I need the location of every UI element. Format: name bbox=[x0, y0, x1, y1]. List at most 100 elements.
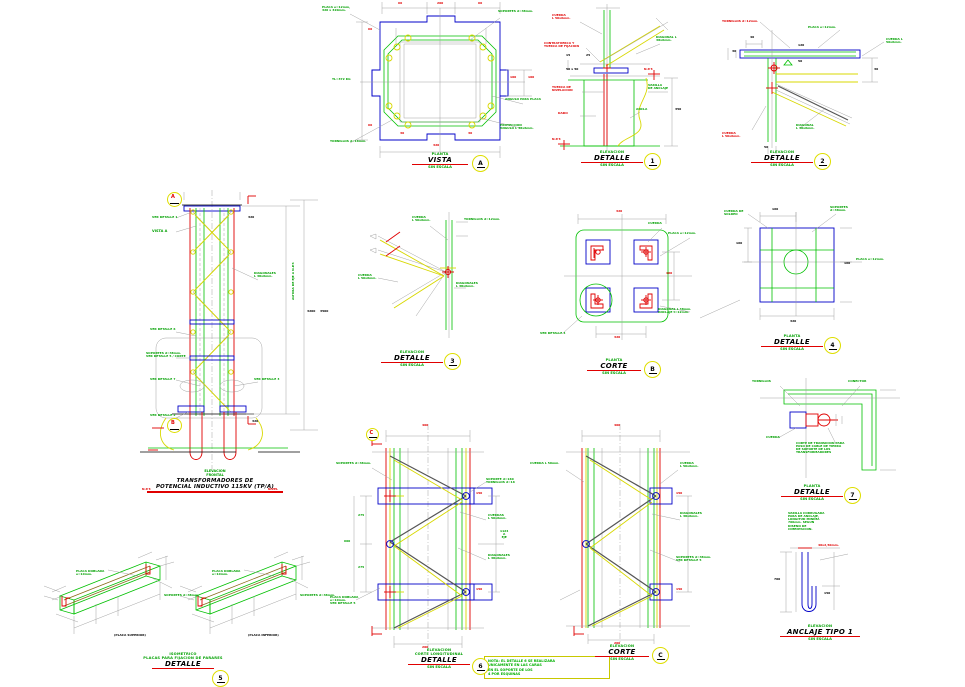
title-corte-b-scale: SIN ESCALA bbox=[602, 371, 626, 376]
detalle-2-dim-4: 30 bbox=[874, 67, 879, 71]
bubble-vista-a-tag: A bbox=[478, 159, 483, 167]
section-mark-a-tag: A bbox=[171, 194, 175, 200]
bubble-detalle-3[interactable]: 3 bbox=[444, 353, 461, 370]
title-anclaje-1-scale: SIN ESCALA bbox=[808, 637, 832, 642]
corte-c-geometry bbox=[559, 424, 692, 644]
section-mark-a[interactable]: A bbox=[167, 192, 182, 207]
detalle-4-dim-top: 160 bbox=[772, 207, 779, 211]
vista-a-label-bottom-left: TORNILLOS d=16mm. bbox=[330, 139, 367, 143]
corte-b-geometry bbox=[561, 214, 692, 340]
vista-a-dim-right-2: 100 bbox=[528, 75, 535, 79]
title-corte-b-sub: PLANTA bbox=[605, 358, 623, 362]
elevation-label-ver-detalle-3: VER DETALLE 3 bbox=[254, 377, 280, 381]
title-corte-c-scale: SIN ESCALA bbox=[610, 657, 634, 662]
bubble-corte-b[interactable]: B bbox=[644, 361, 661, 378]
title-detalle-3-scale: SIN ESCALA bbox=[400, 363, 424, 368]
detalle-1-label-cuerda: CUERDA L 50x6mm. bbox=[552, 13, 571, 21]
vista-a-geometry bbox=[349, 2, 532, 158]
title-detalle-4: PLANTA DETALLE SIN ESCALA bbox=[752, 334, 832, 351]
bubble-detalle-1[interactable]: 1 bbox=[644, 153, 661, 170]
corte-c-dim-top: 400 bbox=[614, 423, 621, 427]
detalle-5-left-caption: (PLACA SUPERIOR) bbox=[114, 633, 146, 637]
corte-c-label-soportes: SOPORTES d=38mm. VER DETALLE 5 bbox=[676, 555, 712, 563]
detalle-6-dim-l2: 600 bbox=[344, 539, 351, 543]
bubble-detalle-7[interactable]: 7 bbox=[844, 487, 861, 504]
anclaje-dim-2: 700 bbox=[774, 577, 781, 581]
elevation-label-ver-detalle-7: VER DETALLE 7 bbox=[150, 377, 176, 381]
title-detalle-2: ELEVACION DETALLE SIN ESCALA bbox=[742, 150, 822, 167]
title-detalle-2-main: DETALLE bbox=[763, 154, 801, 162]
detalle-1-label-contratuerca: CONTRATUERCA Y TUERCA DE FIJACION bbox=[544, 41, 579, 49]
section-mark-c[interactable]: C bbox=[366, 428, 379, 441]
detalle-4-dim-left: 160 bbox=[736, 241, 743, 245]
main-title-right-tag: NIVEL bbox=[268, 487, 278, 491]
main-title-left-tag: N.P.T. bbox=[142, 487, 152, 491]
detalle-5-isometric-right bbox=[179, 551, 311, 634]
detalle-1-label-diagonal: DIAGONAL L 38x6mm. bbox=[656, 35, 677, 43]
detalle-6-label-soporte-t: SOPORTE d=160 TORNILLOS d=16 bbox=[486, 477, 515, 485]
title-detalle-7-scale: SIN ESCALA bbox=[800, 497, 824, 502]
detalle-5-left-label-soportes: SOPORTES d=38mm. bbox=[164, 593, 200, 597]
detalle-5-left-label-placa: PLACA DOBLADA e=10mm. bbox=[76, 569, 105, 577]
detalle-7-label-corte: CORTE DE TRANSICION PARA PASO DE CABLE D… bbox=[796, 441, 845, 455]
bubble-detalle-3-tag: 3 bbox=[450, 357, 455, 365]
detalle-2-label-diagonal: DIAGONAL L 38x6mm. bbox=[796, 123, 815, 131]
bubble-detalle-4[interactable]: 4 bbox=[824, 337, 841, 354]
title-detalle-6-main: DETALLE bbox=[420, 656, 458, 664]
title-detalle-4-sub: PLANTA bbox=[783, 334, 801, 338]
title-corte-c-sub: ELEVACION bbox=[609, 644, 635, 648]
section-mark-b[interactable]: B bbox=[167, 418, 182, 433]
title-vista-a-scale: SIN ESCALA bbox=[428, 165, 452, 170]
elevation-dim-text-right: ALTURA DE EJE A N.P.T. bbox=[291, 261, 295, 300]
bubble-vista-a[interactable]: A bbox=[472, 155, 489, 172]
title-detalle-6-sub: ELEVACION CORTE LONGITUDINAL bbox=[414, 648, 464, 656]
bubble-corte-c[interactable]: C bbox=[652, 647, 669, 664]
detalle-6-dim-bottom: 200 bbox=[422, 645, 429, 649]
title-detalle-5-sub: ISOMETRICO PLACAS PARA FIJACION DE PARAR… bbox=[143, 652, 223, 660]
detalle-1-label-tuerca-nivel: TUERCA DE NIVELACION bbox=[552, 85, 573, 93]
note-line-1: EL DETALLE 6 SE REALIZARA bbox=[501, 659, 556, 663]
corte-b-label-placa: PLACA e=12mm. bbox=[668, 231, 697, 235]
detalle-2-dim-2: 30 bbox=[732, 49, 737, 53]
corte-b-label-diagonal: DIAGONAL L 38mm. ANCLAJE t=12mm. bbox=[658, 307, 692, 315]
detalle-1-grade-2: N.P.T. bbox=[552, 137, 562, 141]
detalle-6-label-cuerdas: CUERDAS L 50x6mm. bbox=[488, 513, 507, 521]
elevation-label-soportes: SOPORTES d=38mm. VER DETALLE 5 / CORTE bbox=[146, 351, 186, 359]
title-detalle-1-main: DETALLE bbox=[593, 154, 631, 162]
title-detalle-3: ELEVACION DETALLE SIN ESCALA bbox=[372, 350, 452, 367]
title-anclaje-1-sub: ELEVACION bbox=[807, 624, 833, 628]
title-corte-c-main: CORTE bbox=[608, 648, 636, 656]
title-anclaje-1: ELEVACION ANCLAJE TIPO 1 SIN ESCALA bbox=[772, 624, 868, 641]
detalle-7-label-conector: CONECTOR bbox=[848, 379, 867, 383]
detalle-6-geometry bbox=[353, 424, 504, 648]
detalle-7-geometry bbox=[760, 378, 900, 478]
detalle-6-dim-r2: 150 bbox=[476, 587, 483, 591]
vista-a-label-right-low: PROTECCION ANGULO L 38x6mm. bbox=[500, 123, 534, 131]
detalle-5-right-caption: (PLACA INFERIOR) bbox=[248, 633, 279, 637]
bubble-corte-c-tag: C bbox=[658, 651, 663, 659]
bubble-detalle-2[interactable]: 2 bbox=[814, 153, 831, 170]
section-mark-c-tag: C bbox=[369, 429, 374, 436]
detalle-1-grade-1: N.P.T. bbox=[644, 67, 654, 71]
detalle-6-dim-r1: 150 bbox=[476, 491, 483, 495]
detalle-1-label-ancla: ANCLA bbox=[636, 107, 648, 111]
title-corte-b-main: CORTE bbox=[600, 362, 628, 370]
main-title-sub: ELEVACION FRONTAL bbox=[204, 469, 226, 477]
bubble-detalle-5[interactable]: 5 bbox=[212, 670, 229, 687]
detalle-1-dim-1: 15 bbox=[566, 53, 571, 57]
title-detalle-4-scale: SIN ESCALA bbox=[780, 347, 804, 352]
detalle-1-dim-2: 25 bbox=[586, 53, 591, 57]
title-corte-b: PLANTA CORTE SIN ESCALA bbox=[578, 358, 650, 375]
corte-c-dim-r1: 150 bbox=[676, 491, 683, 495]
corte-c-label-cuerda-2: CUERDA L 50x6mm. bbox=[680, 461, 699, 469]
corte-c-dim-r2: 150 bbox=[676, 587, 683, 591]
vista-a-dim-bottom: 320 bbox=[433, 143, 440, 147]
detalle-6-label-diagonales: DIAGONALES L 38x6mm. bbox=[488, 553, 510, 561]
bubble-detalle-6[interactable]: 6 bbox=[472, 658, 489, 675]
detalle-6-dim-l3: 275 bbox=[358, 565, 365, 569]
corte-b-label-cuerda: CUERDA bbox=[648, 221, 662, 225]
corte-b-dim-right: 160 bbox=[666, 271, 673, 275]
vista-a-label-top-left: PLACA e=12mm, 320 x 320mm. bbox=[322, 5, 351, 13]
elevation-label-ver-detalle-1: VER DETALLE 1 bbox=[152, 215, 178, 219]
